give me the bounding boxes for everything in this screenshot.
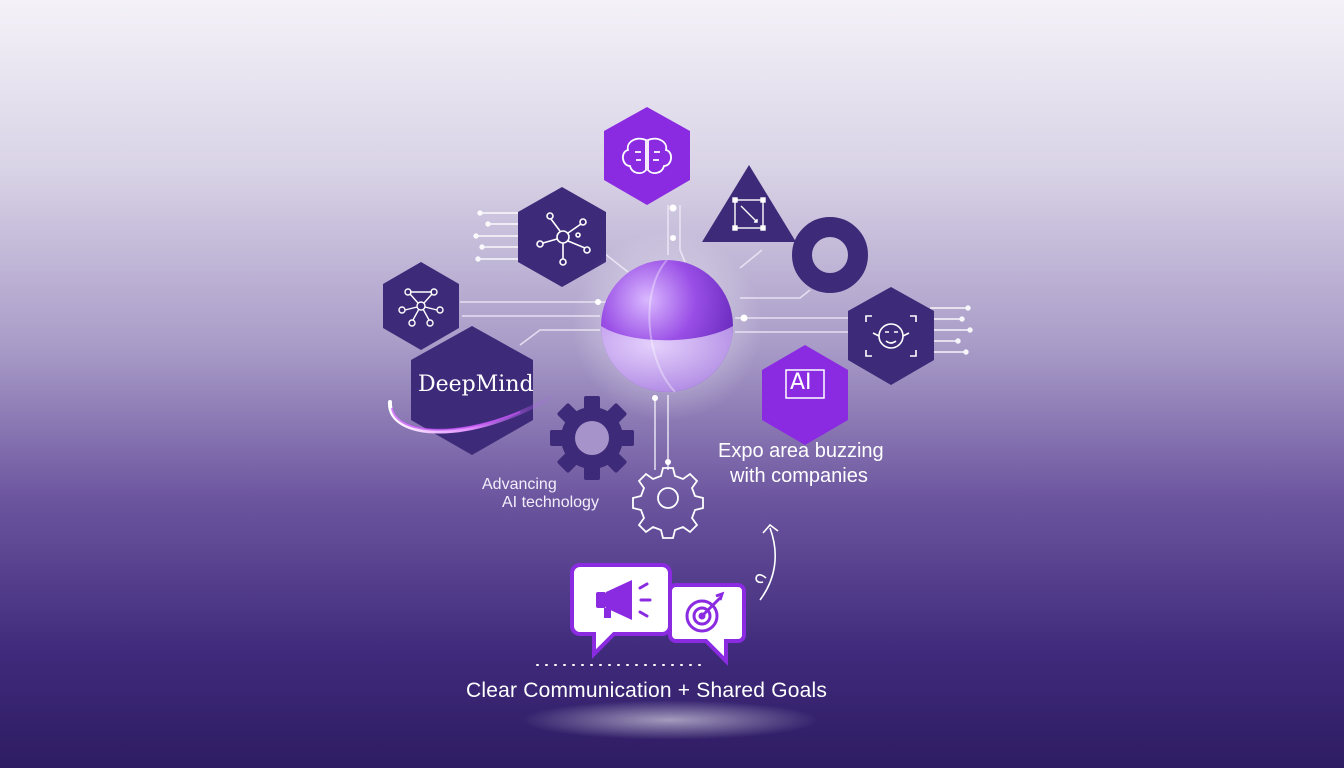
triangle-shape	[702, 165, 796, 242]
robot-head-icon	[865, 315, 917, 357]
ai-hexagon	[762, 345, 848, 445]
deepmind-hexagon	[411, 326, 533, 455]
central-sphere	[572, 231, 762, 421]
target-icon	[685, 591, 725, 633]
footer-caption: Clear Communication + Shared Goals	[466, 679, 828, 702]
expo-label-line2: with companies	[730, 465, 868, 487]
vector-path-icon	[732, 197, 766, 231]
gear-outline-icon	[632, 467, 704, 539]
network-icon	[536, 212, 591, 266]
brain-hexagon	[604, 107, 690, 205]
curly-arrow-icon	[755, 523, 779, 601]
target-bubble	[668, 583, 746, 666]
megaphone-bubble	[570, 563, 672, 659]
network-hexagon	[518, 187, 606, 287]
expo-label-line1: Expo area buzzing	[718, 440, 884, 462]
brain-icon	[622, 137, 672, 174]
footer-glow	[520, 700, 820, 740]
ring-shape	[792, 217, 868, 293]
advancing-label-line1: Advancing	[482, 476, 557, 493]
circuit-left	[473, 210, 520, 262]
ai-badge-label: AI	[790, 370, 812, 395]
gear-icon	[550, 396, 634, 480]
neural-hexagon	[383, 262, 459, 350]
deepmind-label: DeepMind	[418, 372, 534, 397]
ai-chip-icon	[785, 369, 825, 399]
megaphone-icon	[596, 580, 632, 620]
advancing-label-line2: AI technology	[502, 494, 599, 511]
neural-network-icon	[398, 288, 444, 327]
circuit-right	[930, 305, 973, 355]
robot-hexagon	[848, 287, 934, 385]
